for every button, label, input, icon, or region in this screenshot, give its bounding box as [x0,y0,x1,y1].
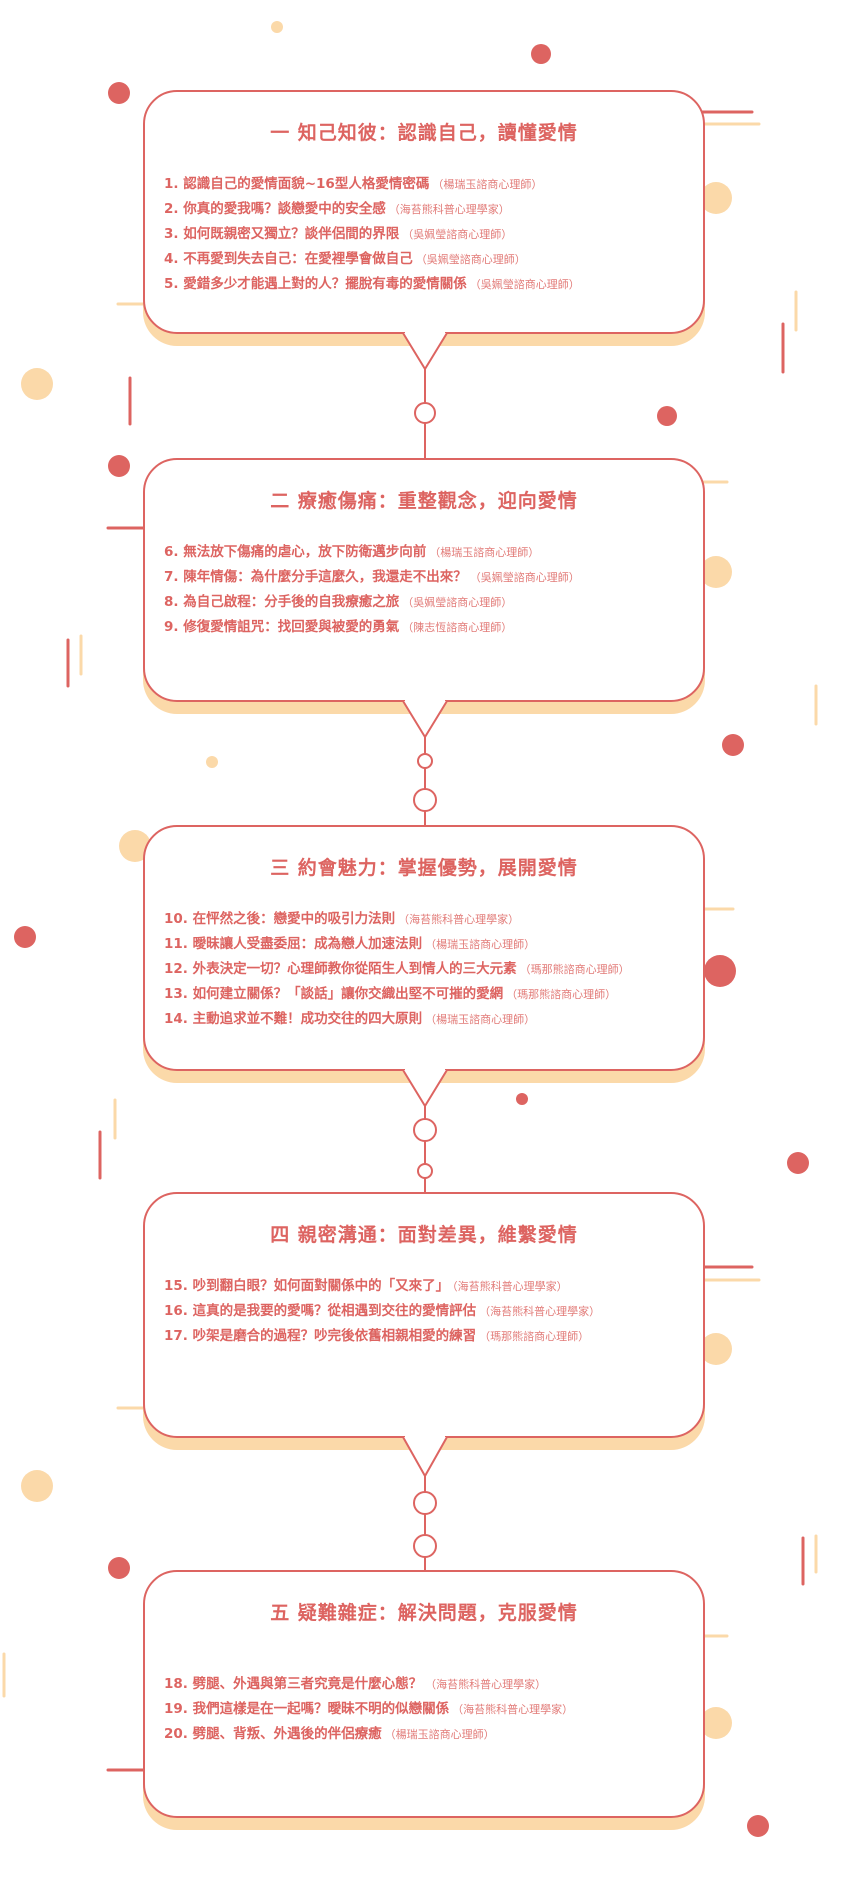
topic-text: 16. 這真的是我要的愛嗎？從相遇到交往的愛情評估 [164,1303,477,1319]
topic-item: 17. 吵架是磨合的過程？吵完後依舊相親相愛的練習（瑪那熊諮商心理師） [164,1324,695,1349]
section-title: 四 親密溝通：面對差異，維繫愛情 [270,1224,578,1246]
topic-item: 18. 劈腿、外遇與第三者究竟是什麼心態？（海苔熊科普心理學家） [164,1672,695,1697]
speaker-label: （海苔熊科普心理學家） [452,1703,574,1716]
topic-item: 19. 我們這樣是在一起嗎？曖昧不明的似戀關係（海苔熊科普心理學家） [164,1697,695,1722]
connector-node [413,1534,437,1558]
speaker-label: （海苔熊科普心理學家） [452,1280,568,1293]
topic-text: 4. 不再愛到失去自己：在愛裡學會做自己 [164,251,413,267]
section-title: 二 療癒傷痛：重整觀念，迎向愛情 [270,490,578,512]
topic-item: 9. 修復愛情詛咒：找回愛與被愛的勇氣（陳志恆諮商心理師） [164,615,695,640]
topic-item: 11. 曖昧讓人受盡委屈：成為戀人加速法則（楊瑞玉諮商心理師） [164,932,695,957]
topic-text: 6. 無法放下傷痛的虐心，放下防衛邁步向前 [164,544,427,560]
topic-text: 15. 吵到翻白眼？如何面對關係中的「又來了」 [164,1278,450,1294]
connector-node [414,402,436,424]
topic-text: 5. 愛錯多少才能遇上對的人？擺脫有毒的愛情關係 [164,276,467,292]
speaker-label: （吳姵瑩諮商心理師） [469,571,580,584]
topic-text: 10. 在怦然之後：戀愛中的吸引力法則 [164,911,396,927]
topic-text: 18. 劈腿、外遇與第三者究竟是什麼心態？ [164,1676,423,1692]
topic-item: 14. 主動追求並不難！成功交往的四大原則（楊瑞玉諮商心理師） [164,1007,695,1032]
topic-text: 13. 如何建立關係？「談話」讓你交織出堅不可摧的愛網 [164,986,504,1002]
speaker-label: （海苔熊科普心理學家） [425,1678,547,1691]
topic-item: 13. 如何建立關係？「談話」讓你交織出堅不可摧的愛網（瑪那熊諮商心理師） [164,982,695,1007]
speaker-label: （吳姵瑩諮商心理師） [402,228,513,241]
topic-item: 2. 你真的愛我嗎？談戀愛中的安全感（海苔熊科普心理學家） [164,197,695,222]
connector-node [413,788,437,812]
topic-text: 14. 主動追求並不難！成功交往的四大原則 [164,1011,423,1027]
topic-item: 15. 吵到翻白眼？如何面對關係中的「又來了」（海苔熊科普心理學家） [164,1274,695,1299]
topic-item: 1. 認識自己的愛情面貌~16型人格愛情密碼（楊瑞玉諮商心理師） [164,172,695,197]
topic-list: 1. 認識自己的愛情面貌~16型人格愛情密碼（楊瑞玉諮商心理師） 2. 你真的愛… [164,172,695,297]
speaker-label: （楊瑞玉諮商心理師） [425,1013,536,1026]
speaker-label: （吳姵瑩諮商心理師） [402,596,513,609]
section-4-card: 四 親密溝通：面對差異，維繫愛情 15. 吵到翻白眼？如何面對關係中的「又來了」… [143,1192,705,1438]
topic-text: 1. 認識自己的愛情面貌~16型人格愛情密碼 [164,176,430,192]
topic-item: 20. 劈腿、背叛、外遇後的伴侶療癒（楊瑞玉諮商心理師） [164,1722,695,1747]
section-title: 五 疑難雜症：解決問題，克服愛情 [270,1602,578,1624]
topic-item: 6. 無法放下傷痛的虐心，放下防衛邁步向前（楊瑞玉諮商心理師） [164,540,695,565]
bubble-pointer [402,1069,448,1107]
topic-text: 3. 如何既親密又獨立？談伴侶間的界限 [164,226,400,242]
topic-text: 17. 吵架是磨合的過程？吵完後依舊相親相愛的練習 [164,1328,477,1344]
topic-text: 11. 曖昧讓人受盡委屈：成為戀人加速法則 [164,936,423,952]
bubble-pointer [402,332,448,370]
topic-item: 7. 陳年情傷：為什麼分手這麼久，我還走不出來？（吳姵瑩諮商心理師） [164,565,695,590]
speaker-label: （海苔熊科普心理學家） [388,203,510,216]
connector-node [413,1118,437,1142]
section-5-card: 五 疑難雜症：解決問題，克服愛情 18. 劈腿、外遇與第三者究竟是什麼心態？（海… [143,1570,705,1818]
speaker-label: （吳姵瑩諮商心理師） [469,278,580,291]
topic-list: 15. 吵到翻白眼？如何面對關係中的「又來了」（海苔熊科普心理學家） 16. 這… [164,1274,695,1349]
speaker-label: （吳姵瑩諮商心理師） [415,253,526,266]
speaker-label: （楊瑞玉諮商心理師） [429,546,540,559]
topic-item: 4. 不再愛到失去自己：在愛裡學會做自己（吳姵瑩諮商心理師） [164,247,695,272]
topic-text: 7. 陳年情傷：為什麼分手這麼久，我還走不出來？ [164,569,467,585]
speaker-label: （海苔熊科普心理學家） [398,913,520,926]
topic-item: 12. 外表決定一切？心理師教你從陌生人到情人的三大元素（瑪那熊諮商心理師） [164,957,695,982]
topic-list: 18. 劈腿、外遇與第三者究竟是什麼心態？（海苔熊科普心理學家） 19. 我們這… [164,1672,695,1747]
topic-item: 8. 為自己啟程：分手後的自我療癒之旅（吳姵瑩諮商心理師） [164,590,695,615]
topic-item: 10. 在怦然之後：戀愛中的吸引力法則（海苔熊科普心理學家） [164,907,695,932]
topic-list: 10. 在怦然之後：戀愛中的吸引力法則（海苔熊科普心理學家） 11. 曖昧讓人受… [164,907,695,1032]
speaker-label: （海苔熊科普心理學家） [479,1305,601,1318]
connector-node [413,1491,437,1515]
topic-text: 12. 外表決定一切？心理師教你從陌生人到情人的三大元素 [164,961,517,977]
speaker-label: （瑪那熊諮商心理師） [506,988,617,1001]
topic-list: 6. 無法放下傷痛的虐心，放下防衛邁步向前（楊瑞玉諮商心理師） 7. 陳年情傷：… [164,540,695,640]
section-1-card: 一 知己知彼：認識自己，讀懂愛情 1. 認識自己的愛情面貌~16型人格愛情密碼（… [143,90,705,334]
speaker-label: （瑪那熊諮商心理師） [519,963,630,976]
bubble-pointer [402,700,448,738]
topic-text: 20. 劈腿、背叛、外遇後的伴侶療癒 [164,1726,382,1742]
topic-text: 2. 你真的愛我嗎？談戀愛中的安全感 [164,201,386,217]
bubble-pointer [402,1436,448,1477]
section-2-card: 二 療癒傷痛：重整觀念，迎向愛情 6. 無法放下傷痛的虐心，放下防衛邁步向前（楊… [143,458,705,702]
speaker-label: （楊瑞玉諮商心理師） [425,938,536,951]
topic-text: 19. 我們這樣是在一起嗎？曖昧不明的似戀關係 [164,1701,450,1717]
topic-item: 16. 這真的是我要的愛嗎？從相遇到交往的愛情評估（海苔熊科普心理學家） [164,1299,695,1324]
topic-item: 3. 如何既親密又獨立？談伴侶間的界限（吳姵瑩諮商心理師） [164,222,695,247]
topic-text: 8. 為自己啟程：分手後的自我療癒之旅 [164,594,400,610]
speaker-label: （瑪那熊諮商心理師） [479,1330,590,1343]
section-3-card: 三 約會魅力：掌握優勢，展開愛情 10. 在怦然之後：戀愛中的吸引力法則（海苔熊… [143,825,705,1071]
speaker-label: （陳志恆諮商心理師） [402,621,513,634]
speaker-label: （楊瑞玉諮商心理師） [432,178,543,191]
connector-node [417,1163,433,1179]
topic-text: 9. 修復愛情詛咒：找回愛與被愛的勇氣 [164,619,400,635]
connector-node [417,753,433,769]
topic-item: 5. 愛錯多少才能遇上對的人？擺脫有毒的愛情關係（吳姵瑩諮商心理師） [164,272,695,297]
speaker-label: （楊瑞玉諮商心理師） [384,1728,495,1741]
section-title: 一 知己知彼：認識自己，讀懂愛情 [270,122,578,144]
section-title: 三 約會魅力：掌握優勢，展開愛情 [270,857,578,879]
